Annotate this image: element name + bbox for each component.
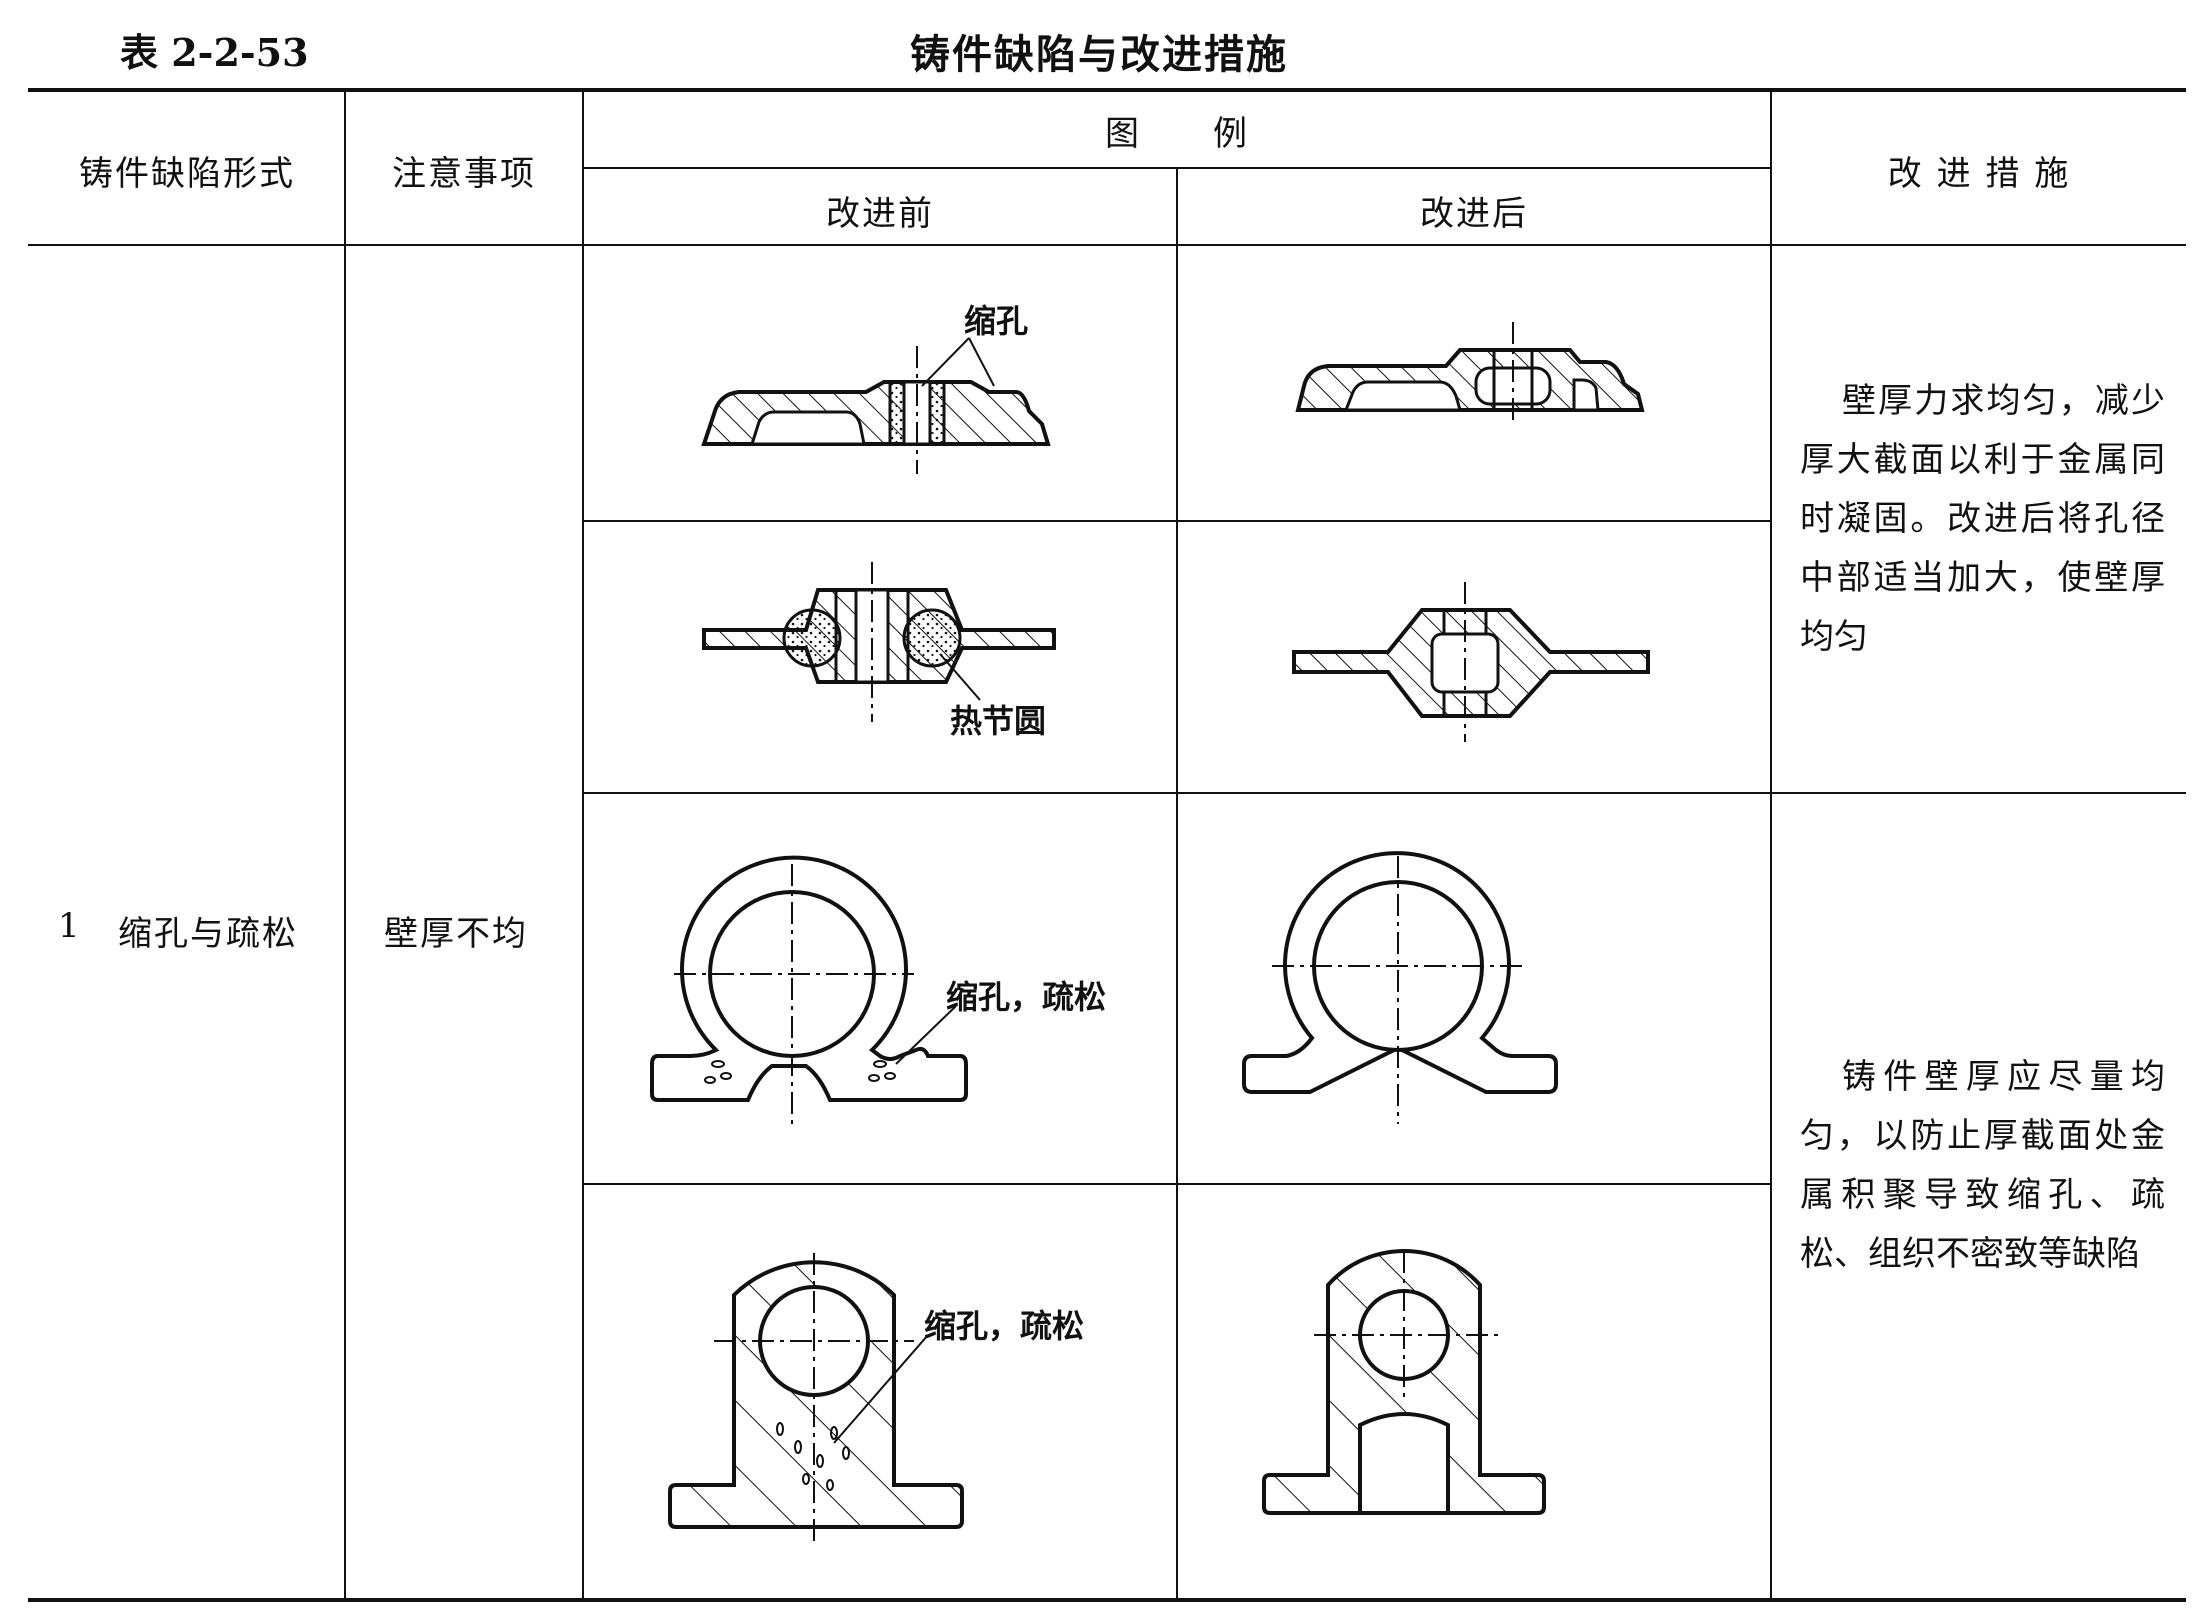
header-notes: 注意事项 (392, 154, 536, 194)
col-divider-3 (1176, 167, 1178, 1600)
remark-2: 铸件壁厚应尽量均匀，以防止厚截面处金属积聚导致缩孔、疏松、组织不密致等缺陷 (1800, 1057, 2165, 1274)
figure-flange-after (1295, 322, 1645, 426)
row-defect: 缩孔与疏松 (118, 914, 298, 954)
header-bottom-rule (28, 244, 2186, 246)
figure-hub-before: 热节圆 (702, 562, 1056, 740)
row-note: 壁厚不均 (384, 914, 528, 954)
label-shrink-hole: 缩孔 (964, 302, 1028, 340)
figure-housing-before: 缩孔，疏松 (650, 855, 1106, 1124)
header-illustration: 图 例 (1105, 114, 1249, 154)
col-divider-2 (582, 90, 584, 1600)
remark-1: 壁厚力求均匀，减少厚大截面以利于金属同时凝固。改进后将孔径中部适当加大，使壁厚均… (1800, 381, 2165, 657)
row-index: 1 (58, 906, 80, 946)
header-before: 改进前 (826, 194, 934, 234)
header-after: 改进后 (1420, 194, 1528, 234)
figure-bracket-after (1262, 1249, 1546, 1515)
label-hot-spot-circle: 热节圆 (950, 702, 1046, 740)
row-divider-2 (582, 792, 2186, 794)
table-title: 铸件缺陷与改进措施 (910, 31, 1288, 78)
bottom-rule (28, 1598, 2186, 1602)
header-defect-form: 铸件缺陷形式 (79, 154, 295, 194)
header-measures: 改 进 措 施 (1887, 154, 2071, 194)
col-divider-4 (1770, 90, 1772, 1600)
table-number: 表 2-2-53 (120, 30, 309, 75)
label-shrink-porosity-a: 缩孔，疏松 (946, 978, 1106, 1016)
label-shrink-porosity-b: 缩孔，疏松 (924, 1307, 1084, 1345)
col-divider-1 (344, 90, 346, 1600)
figure-hub-after (1292, 582, 1650, 742)
figure-bracket-before: 缩孔，疏松 (668, 1253, 1084, 1545)
figure-flange-before: 缩孔 (701, 302, 1051, 474)
figure-housing-after (1242, 851, 1558, 1124)
top-rule (28, 88, 2186, 92)
